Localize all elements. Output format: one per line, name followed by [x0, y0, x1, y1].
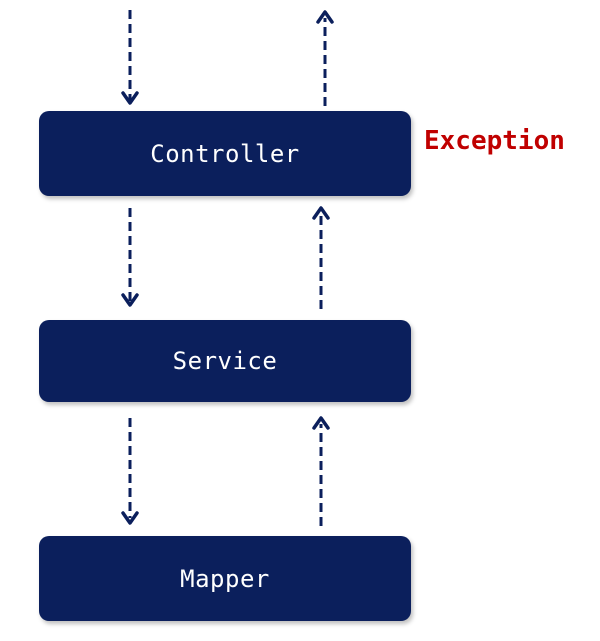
service-label: Service: [172, 347, 278, 375]
service-layer-box: Service: [39, 320, 411, 402]
arrowhead-down-icon: [121, 511, 139, 525]
controller-layer-box: Controller: [39, 111, 411, 196]
mapper-label: Mapper: [180, 564, 270, 593]
controller-label: Controller: [150, 139, 300, 168]
arrowhead-down-icon: [121, 293, 139, 307]
arrowhead-down-icon: [121, 91, 139, 105]
arrowhead-up-icon: [312, 206, 330, 220]
arrowhead-up-icon: [316, 10, 334, 24]
exception-label: Exception: [424, 126, 565, 156]
arrowhead-up-icon: [312, 416, 330, 430]
mapper-layer-box: Mapper: [39, 536, 411, 621]
